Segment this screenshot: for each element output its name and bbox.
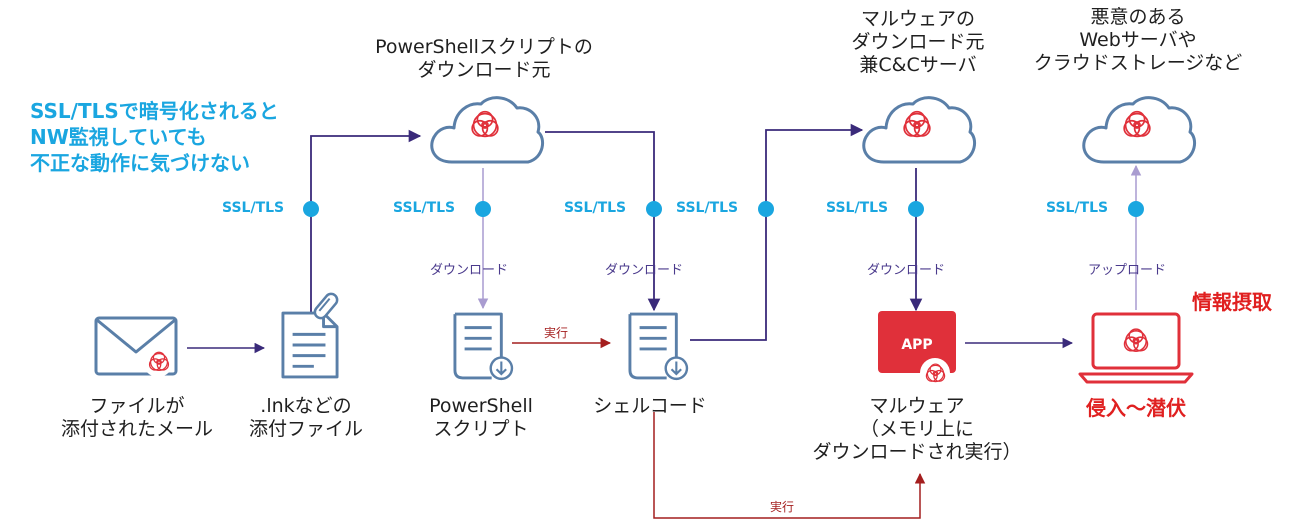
powershell-line-2: スクリプト [433, 417, 529, 440]
email-line-2: 添付されたメール [60, 417, 214, 440]
line-lnk-to-cloud [310, 129, 422, 312]
exec-label-1: 実行 [544, 326, 569, 340]
malware-cc-line-3: 兼C&Cサーバ [859, 53, 977, 76]
email-line-1: ファイルが [89, 395, 185, 417]
line-shellcode-to-malware [653, 412, 926, 519]
malicious-line-2: Webサーバや [1079, 28, 1197, 51]
ssl-dots [303, 201, 1144, 217]
malware-cc-line-1: マルウェアの [860, 8, 976, 30]
ps-download-line-2: ダウンロード元 [417, 58, 551, 81]
malware-cc-server-label: マルウェアの ダウンロード元 兼C&Cサーバ [851, 8, 984, 76]
exec-label-2: 実行 [770, 500, 795, 514]
ssl-dot-3 [646, 201, 662, 217]
ssl-dot-4 [758, 201, 774, 217]
ssl-label-5: SSL/TLS [826, 200, 889, 216]
malware-line-3: ダウンロードされ実行） [812, 440, 1022, 463]
download-label-1: ダウンロード [430, 263, 509, 278]
malware-line-2: （メモリ上に [859, 417, 975, 440]
powershell-line-1: PowerShell [429, 395, 533, 417]
email-label: ファイルが 添付されたメール [61, 395, 213, 441]
malware-cc-line-2: ダウンロード元 [851, 30, 985, 53]
shellcode-label: シェルコード [593, 395, 707, 417]
line-shellcode-to-cloud [690, 123, 864, 341]
malicious-line-3: クラウドストレージなど [1033, 51, 1243, 74]
ssl-dot-6 [1128, 201, 1144, 217]
download-label-2: ダウンロード [605, 263, 684, 278]
ssl-label-4: SSL/TLS [676, 200, 739, 216]
exfil-label: 情報摂取 [1192, 290, 1272, 314]
powershell-label: PowerShell スクリプト [429, 395, 533, 441]
envelope-icon [94, 316, 178, 377]
headline-line-1: SSL/TLSで暗号化されると [30, 99, 279, 123]
shellcode-script-icon [628, 312, 689, 381]
ps-download-server-label: PowerShellスクリプトの ダウンロード元 [375, 36, 593, 82]
download-label-3: ダウンロード [867, 263, 946, 278]
headline-line-2: NW監視していても [30, 125, 207, 149]
cloud-malware-cc-icon [862, 96, 977, 164]
ssl-dot-5 [908, 201, 924, 217]
ssl-dot-2 [475, 201, 491, 217]
ssl-label-6: SSL/TLS [1046, 200, 1109, 216]
ssl-dot-1 [303, 201, 319, 217]
malware-label: マルウェア （メモリ上に ダウンロードされ実行） [812, 395, 1021, 463]
malicious-line-1: 悪意のある [1090, 6, 1186, 28]
malicious-server-label: 悪意のある Webサーバや クラウドストレージなど [1034, 6, 1243, 74]
cloud-malicious-icon [1082, 96, 1197, 164]
malware-app-icon: APP [878, 311, 956, 388]
paperclip-icon [313, 292, 339, 320]
connector-lines [187, 123, 1142, 519]
intrusion-label: 侵入〜潜伏 [1086, 396, 1186, 420]
powershell-script-icon [453, 312, 514, 381]
lnk-label: .lnkなどの 添付ファイル [249, 395, 363, 441]
lnk-line-1: .lnkなどの [260, 395, 352, 417]
cloud-ps-download-icon [430, 96, 545, 164]
ssl-label-3: SSL/TLS [564, 200, 627, 216]
upload-label: アップロード [1088, 263, 1167, 278]
malware-line-1: マルウェア [869, 395, 965, 417]
line-cloud-to-shellcode [545, 131, 661, 312]
ps-download-line-1: PowerShellスクリプトの [375, 36, 593, 58]
lnk-line-2: 添付ファイル [248, 417, 364, 440]
ssl-label-2: SSL/TLS [393, 200, 456, 216]
headline-line-3: 不正な動作に気づけない [30, 151, 250, 175]
app-label: APP [901, 337, 932, 353]
ssl-label-1: SSL/TLS [222, 200, 285, 216]
attachment-file-icon [281, 292, 339, 379]
headline-warning: SSL/TLSで暗号化されると NW監視していても 不正な動作に気づけない [30, 98, 279, 176]
laptop-icon [1078, 312, 1194, 384]
